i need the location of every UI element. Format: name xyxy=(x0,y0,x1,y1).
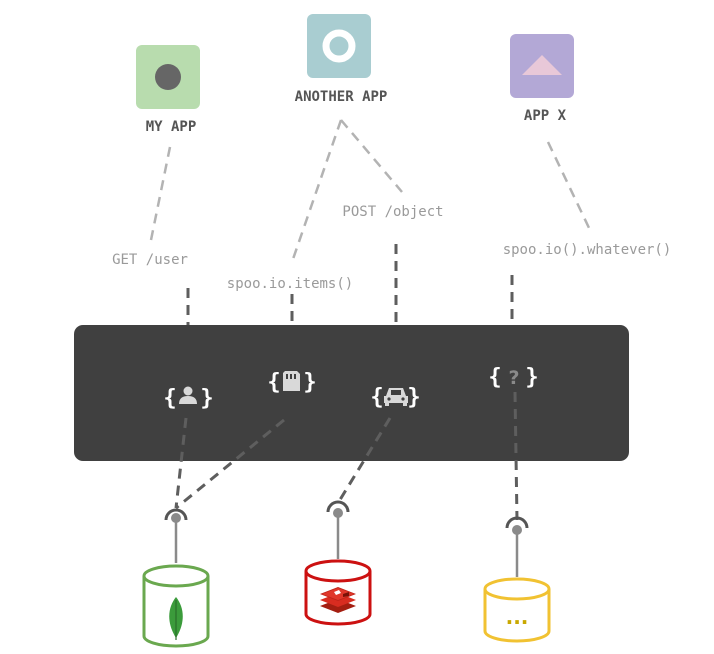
another-app-line-right xyxy=(340,119,403,193)
call-post-object: POST /object xyxy=(342,204,443,220)
brace-open: { xyxy=(488,365,501,390)
unknown-to-other-line xyxy=(513,391,519,521)
connector-mongodb xyxy=(164,508,188,563)
connector-other xyxy=(505,516,529,577)
redis-icon xyxy=(320,587,356,613)
object-unknown[interactable]: { ? } xyxy=(488,365,538,390)
my-app-label: MY APP xyxy=(146,119,197,135)
my-app-line xyxy=(149,146,172,241)
call-whatever: spoo.io().whatever() xyxy=(503,242,672,258)
question-icon: ? xyxy=(508,367,519,389)
call-items: spoo.io.items() xyxy=(227,276,353,292)
user-icon xyxy=(179,386,197,404)
user-to-mongo-line xyxy=(174,417,188,509)
app-app-x[interactable]: APP X xyxy=(510,34,574,124)
another-app-icon-tile xyxy=(307,14,371,78)
brace-open: { xyxy=(163,386,176,411)
another-app-line-left xyxy=(290,119,343,263)
brace-close: } xyxy=(407,385,420,410)
another-app-label: ANOTHER APP xyxy=(295,89,388,105)
database-other[interactable]: ... xyxy=(483,577,551,643)
connector-redis xyxy=(326,500,350,559)
app-x-label: APP X xyxy=(524,108,567,124)
object-card[interactable]: { } xyxy=(267,370,316,395)
brace-open: { xyxy=(267,370,280,395)
sd-card-icon xyxy=(283,371,300,391)
app-x-line xyxy=(546,141,592,231)
call-get-user: GET /user xyxy=(112,252,188,268)
database-redis[interactable] xyxy=(304,559,372,626)
dot-icon xyxy=(155,64,181,90)
brace-close: } xyxy=(525,365,538,390)
brace-close: } xyxy=(303,370,316,395)
brace-open: { xyxy=(370,385,383,410)
app-call-lines xyxy=(149,119,592,263)
triangle-icon xyxy=(522,55,562,75)
car-icon xyxy=(384,388,408,406)
object-car[interactable]: { } xyxy=(370,385,420,410)
database-mongodb[interactable] xyxy=(142,564,210,648)
db-connection-lines xyxy=(174,391,519,521)
brace-close: } xyxy=(200,386,213,411)
card-to-mongo-line xyxy=(175,418,285,510)
object-user[interactable]: { } xyxy=(163,386,213,411)
mongodb-leaf-icon xyxy=(169,597,183,640)
object-bar xyxy=(74,325,629,461)
app-my-app[interactable]: MY APP xyxy=(136,45,200,135)
ellipsis-icon: ... xyxy=(506,605,529,629)
ring-icon xyxy=(322,29,356,63)
app-another-app[interactable]: ANOTHER APP xyxy=(295,14,388,105)
